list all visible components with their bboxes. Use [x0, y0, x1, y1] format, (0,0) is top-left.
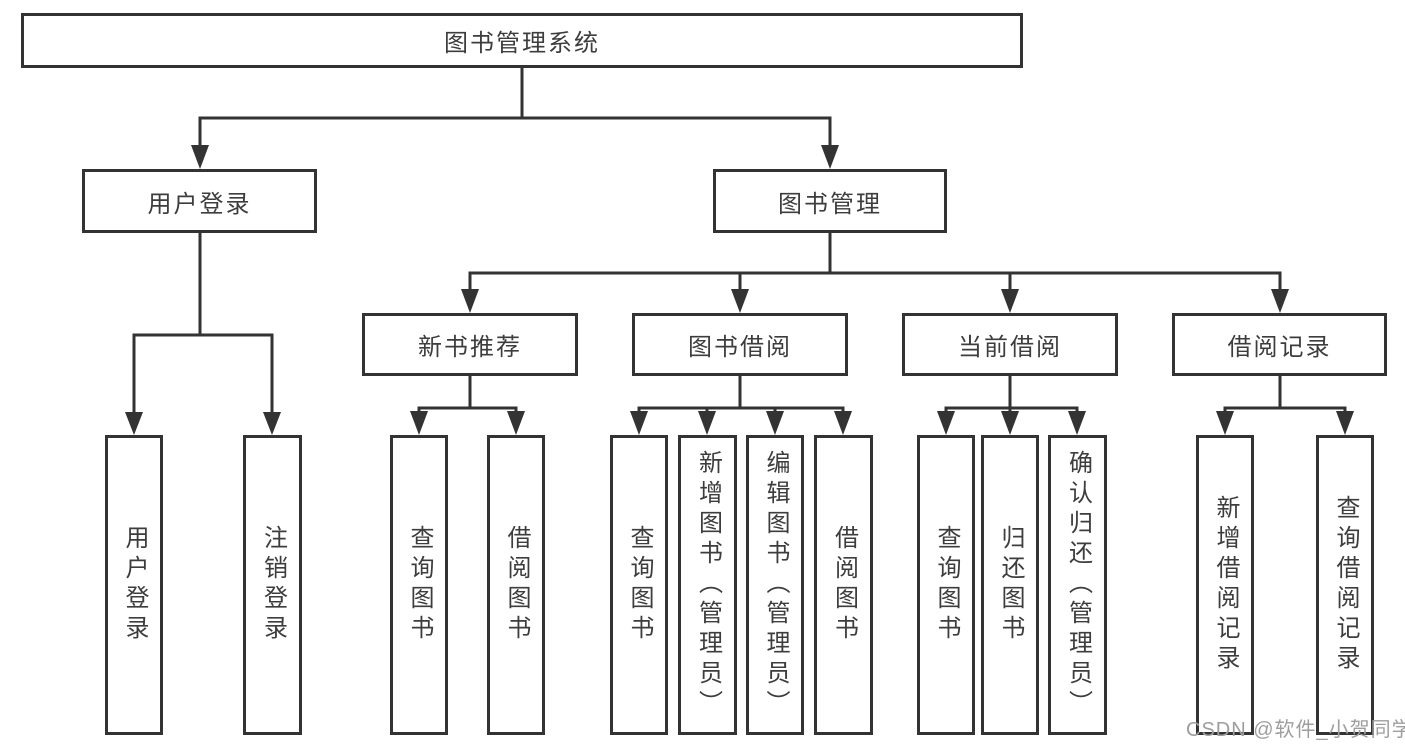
leaf-add-book-admin: 新增图书（管理员）	[678, 435, 737, 735]
leaf-label: 用户登录	[121, 525, 148, 645]
node-book-borrow: 图书借阅	[632, 313, 848, 376]
leaf-label: 确认归还（管理员）	[1064, 450, 1092, 720]
arrow-icon	[1001, 289, 1019, 313]
leaf-label: 查询借阅记录	[1332, 495, 1359, 675]
arrow-icon	[1068, 411, 1086, 435]
arrow-icon	[766, 411, 784, 435]
arrow-icon	[507, 411, 525, 435]
leaf-confirm-return-admin: 确认归还（管理员）	[1048, 435, 1107, 735]
leaf-label: 归还图书	[997, 525, 1024, 645]
arrow-icon	[834, 411, 852, 435]
leaf-label: 新增借阅记录	[1212, 495, 1239, 675]
leaf-borrow-books-1: 借阅图书	[487, 435, 545, 735]
arrow-icon	[1336, 411, 1354, 435]
arrow-icon	[461, 289, 479, 313]
arrow-icon	[410, 411, 428, 435]
node-borrow-records: 借阅记录	[1172, 313, 1387, 376]
leaf-label: 查询图书	[626, 525, 653, 645]
node-root: 图书管理系统	[21, 13, 1023, 68]
connector-path	[132, 68, 1347, 413]
leaf-edit-book-admin: 编辑图书（管理员）	[746, 435, 804, 735]
leaf-borrow-books-2: 借阅图书	[814, 435, 873, 735]
leaf-query-books-2: 查询图书	[610, 435, 668, 735]
arrow-icon	[731, 289, 749, 313]
node-book-management: 图书管理	[713, 169, 947, 233]
arrow-icon	[263, 412, 281, 435]
arrow-icon	[630, 411, 648, 435]
leaf-label: 注销登录	[259, 525, 287, 645]
leaf-user-login: 用户登录	[105, 435, 163, 735]
watermark: CSDN @软件_小贺同学	[1186, 719, 1405, 741]
leaf-label: 查询图书	[406, 525, 433, 645]
arrow-icon	[698, 411, 716, 435]
arrow-icon	[1001, 411, 1019, 435]
node-user-login: 用户登录	[82, 169, 317, 233]
leaf-query-books-1: 查询图书	[390, 435, 448, 735]
arrow-icon	[191, 145, 209, 169]
leaf-query-borrow-record: 查询借阅记录	[1316, 435, 1374, 735]
leaf-label: 查询图书	[933, 525, 960, 645]
arrow-icon	[1216, 411, 1234, 435]
leaf-query-books-3: 查询图书	[917, 435, 975, 735]
arrowheads	[125, 145, 1354, 435]
leaf-label: 新增图书（管理员）	[694, 450, 722, 720]
leaf-label: 编辑图书（管理员）	[762, 450, 789, 720]
node-current-borrow: 当前借阅	[902, 313, 1118, 376]
arrow-icon	[937, 411, 955, 435]
arrow-icon	[1271, 289, 1289, 313]
leaf-add-borrow-record: 新增借阅记录	[1196, 435, 1254, 735]
arrow-icon	[125, 412, 143, 435]
leaf-label: 借阅图书	[503, 525, 530, 645]
leaf-label: 借阅图书	[830, 525, 858, 645]
node-new-book-recommend: 新书推荐	[362, 313, 578, 376]
leaf-return-book: 归还图书	[981, 435, 1039, 735]
arrow-icon	[821, 145, 839, 169]
leaf-logout: 注销登录	[243, 435, 302, 735]
